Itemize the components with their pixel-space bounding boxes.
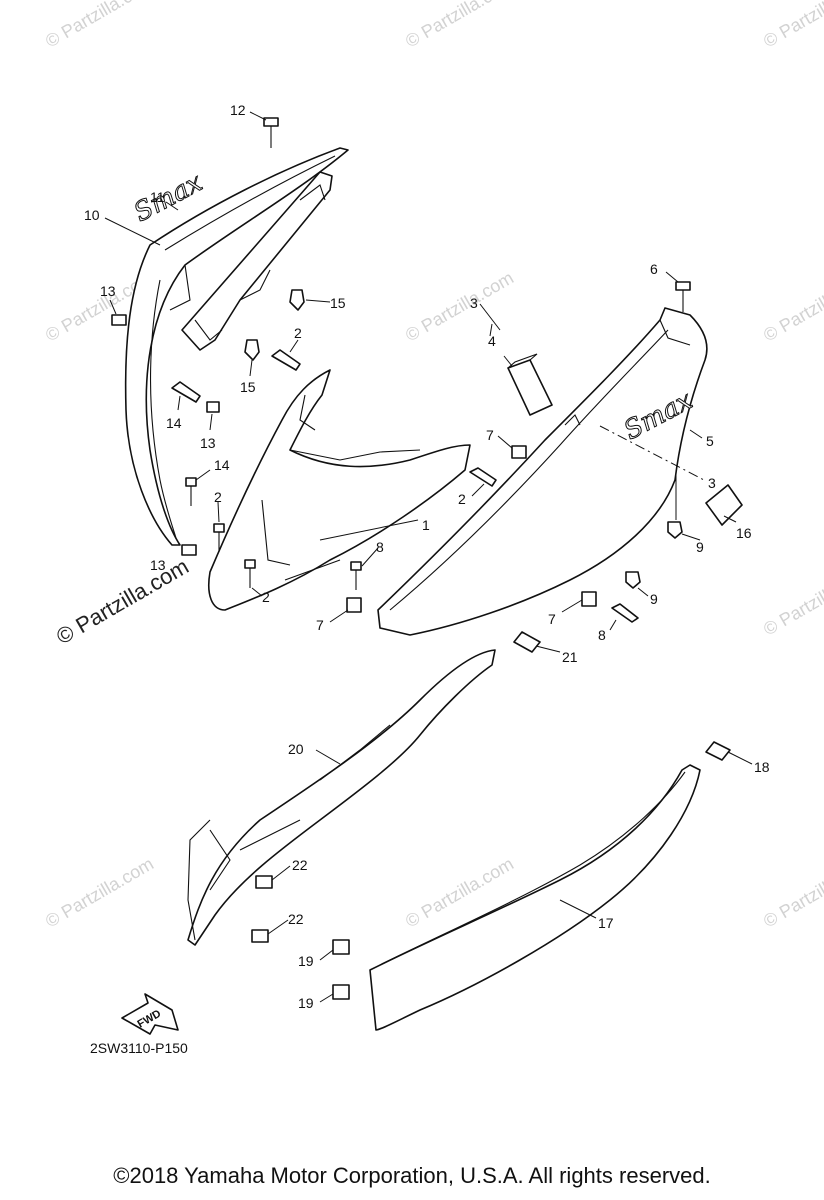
callout-17: 17 [598, 915, 614, 931]
part-inner-bracket [181, 171, 333, 351]
callout-4: 4 [488, 333, 496, 349]
callout-15: 15 [240, 379, 256, 395]
callout-3: 3 [708, 475, 716, 491]
callout-14: 14 [214, 457, 230, 473]
fwd-arrow: FWD [121, 993, 179, 1035]
callout-6: 6 [650, 261, 658, 277]
watermark-prominent: © Partzilla.com [52, 554, 193, 650]
callout-2: 2 [458, 491, 466, 507]
watermark: © Partzilla.com [42, 853, 157, 931]
callout-3: 3 [470, 295, 478, 311]
callout-10: 10 [84, 207, 100, 223]
callout-16: 16 [736, 525, 752, 541]
watermark: © Partzilla.com [760, 561, 824, 639]
watermark: © Partzilla.com [760, 853, 824, 931]
copyright-footer: ©2018 Yamaha Motor Corporation, U.S.A. A… [113, 1163, 711, 1188]
callout-21: 21 [562, 649, 578, 665]
callout-15: 15 [330, 295, 346, 311]
callout-7: 7 [316, 617, 324, 633]
fasteners [111, 117, 731, 1000]
callout-13: 13 [150, 557, 166, 573]
callout-12: 12 [230, 102, 246, 118]
leader-lines [104, 111, 753, 1003]
callout-7: 7 [486, 427, 494, 443]
callout-5: 5 [706, 433, 714, 449]
callout-13: 13 [100, 283, 116, 299]
part-20-lower-frame [187, 649, 496, 946]
part-16-tag [705, 484, 743, 526]
callout-8: 8 [376, 539, 384, 555]
watermark: © Partzilla.com [760, 267, 824, 345]
part-4-block [507, 353, 553, 416]
callout-11: 11 [150, 189, 165, 205]
callout-19: 19 [298, 953, 314, 969]
callout-22: 22 [288, 911, 304, 927]
callout-9: 9 [696, 539, 704, 555]
callout-9: 9 [650, 591, 658, 607]
callout-7: 7 [548, 611, 556, 627]
watermark: © Partzilla.com [402, 267, 517, 345]
watermark: © Partzilla.com [760, 0, 824, 51]
callout-labels: 12 11 10 13 15 2 15 14 13 14 2 2 1 2 3 4… [84, 102, 770, 1011]
callout-2: 2 [262, 589, 270, 605]
callout-20: 20 [288, 741, 304, 757]
watermark: © Partzilla.com [42, 0, 157, 51]
callout-18: 18 [754, 759, 770, 775]
callout-8: 8 [598, 627, 606, 643]
callout-1: 1 [422, 517, 430, 533]
callout-14: 14 [166, 415, 182, 431]
callout-22: 22 [292, 857, 308, 873]
callout-13: 13 [200, 435, 216, 451]
callout-19: 19 [298, 995, 314, 1011]
part-17-lower-cover [369, 764, 701, 1031]
callout-2: 2 [294, 325, 302, 341]
callout-2: 2 [214, 489, 222, 505]
watermark: © Partzilla.com [402, 0, 517, 51]
part-1-front-lower-cover [208, 369, 471, 611]
diagram-code: 2SW3110-P150 [90, 1040, 188, 1056]
